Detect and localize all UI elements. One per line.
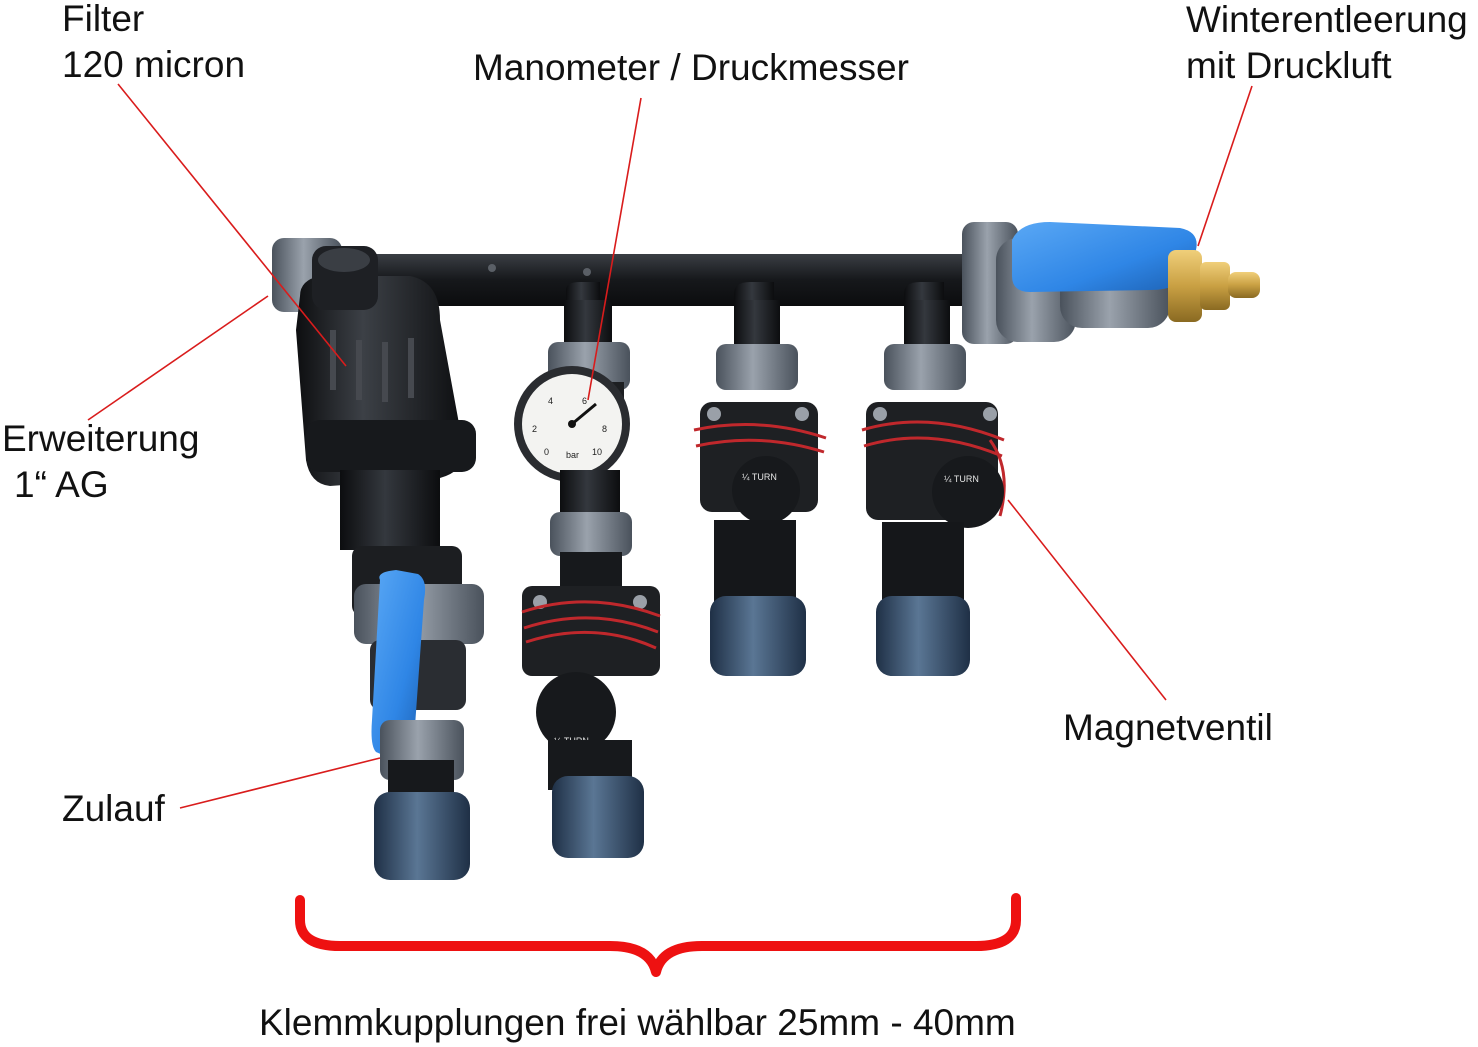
outlet-gauge-valve: 0 2 4 6 8 10 bar ¼ TURN (514, 282, 661, 858)
gauge-tick-2: 2 (532, 424, 537, 434)
clamp-coupling (876, 596, 970, 676)
label-winter-line1: Winterentleerung (1186, 0, 1468, 40)
leader-winter (1197, 85, 1253, 247)
gauge-tick-4: 4 (548, 396, 553, 406)
label-filter-line2: 120 micron (62, 44, 246, 85)
outlet-valve-3: ¼ TURN (861, 282, 1006, 676)
gauge-tick-6: 6 (582, 396, 587, 406)
leader-lines (87, 83, 1253, 809)
label-erweiterung-line2: 1“ AG (14, 464, 109, 505)
gauge-unit: bar (566, 450, 579, 460)
main-pipe (300, 254, 1000, 306)
clamp-coupling (710, 596, 806, 676)
gauge-tick-8: 8 (602, 424, 607, 434)
label-winter-line2: mit Druckluft (1186, 45, 1392, 86)
inlet-ball-valve (352, 546, 484, 880)
solenoid-dial (536, 672, 616, 752)
brass-fitting (1168, 250, 1202, 322)
valve-turn-label: ¼ TURN (944, 474, 979, 484)
gauge-tick-0: 0 (544, 447, 549, 457)
label-klemm: Klemmkupplungen frei wählbar 25mm - 40mm (259, 1000, 1016, 1046)
label-manometer-line1: Manometer / Druckmesser (473, 47, 909, 88)
label-magnetventil-line1: Magnetventil (1063, 707, 1273, 748)
label-erweiterung-line1: Erweiterung (2, 418, 200, 459)
gauge-needle (571, 402, 597, 426)
coupling-brace (295, 893, 1021, 977)
label-manometer: Manometer / Druckmesser (473, 45, 909, 91)
drain-handle (1012, 222, 1197, 292)
label-zulauf-line1: Zulauf (62, 788, 165, 829)
label-magnetventil: Magnetventil (1063, 705, 1273, 751)
valve-turn-label: ¼ TURN (742, 472, 777, 482)
leader-erweiterung (87, 295, 269, 421)
label-klemm-line1: Klemmkupplungen frei wählbar 25mm - 40mm (259, 1002, 1016, 1043)
label-filter: Filter 120 micron (62, 0, 245, 88)
label-zulauf: Zulauf (62, 786, 165, 832)
outlet-valve-2: ¼ TURN (693, 282, 827, 676)
leader-zulauf (179, 757, 381, 809)
label-winter: Winterentleerung mit Druckluft (1186, 0, 1468, 89)
clamp-coupling (374, 792, 470, 880)
label-filter-line1: Filter (62, 0, 145, 39)
leader-manometer (587, 97, 642, 401)
drain-ball-valve (962, 222, 1260, 344)
leader-filter (117, 83, 347, 367)
clamp-coupling (552, 776, 644, 858)
air-nozzle (1228, 272, 1260, 298)
leader-magnetventil (1007, 499, 1167, 701)
gauge-tick-10: 10 (592, 447, 602, 457)
filter-housing (272, 238, 476, 550)
pressure-gauge: 0 2 4 6 8 10 bar (514, 366, 630, 482)
label-erweiterung: Erweiterung 1“ AG (2, 416, 199, 508)
solenoid-dial (732, 456, 800, 524)
inlet-handle (371, 570, 426, 759)
solenoid-dial (932, 456, 1004, 528)
